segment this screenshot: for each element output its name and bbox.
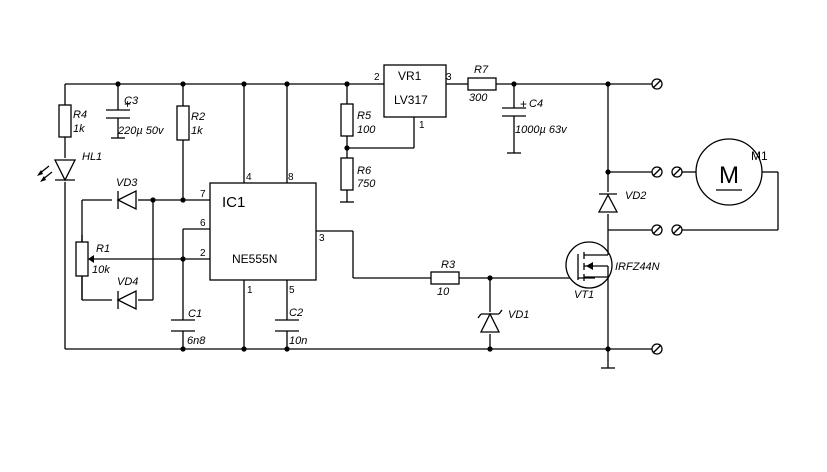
terminal-bottom bbox=[651, 343, 663, 355]
c4-ref: C4 bbox=[529, 98, 543, 110]
ic1-pin-6: 6 bbox=[200, 218, 206, 229]
r6-value: 750 bbox=[357, 178, 376, 190]
ic1-pin-3: 3 bbox=[319, 233, 325, 244]
c4-value: 1000µ 63v bbox=[515, 124, 568, 136]
hl1-ref: HL1 bbox=[82, 151, 102, 163]
c3-plus: + bbox=[124, 97, 131, 111]
vd4-ref: VD4 bbox=[117, 276, 138, 288]
c2-ref: C2 bbox=[289, 307, 303, 319]
resistor-r2: R2 1k bbox=[176, 105, 205, 141]
led-hl1: HL1 bbox=[37, 151, 102, 182]
ic1-ref: IC1 bbox=[222, 194, 245, 211]
terminal-top bbox=[651, 78, 663, 90]
ic1-pin-1: 1 bbox=[247, 285, 253, 296]
vt1-part: IRFZ44N bbox=[615, 261, 660, 273]
r2-value: 1k bbox=[191, 125, 203, 137]
r7-ref: R7 bbox=[474, 64, 489, 76]
resistor-r7: R7 300 bbox=[467, 64, 497, 104]
diode-vd3: VD3 bbox=[116, 177, 138, 211]
vt1-ref: VT1 bbox=[574, 289, 594, 301]
diode-vd2: VD2 bbox=[597, 190, 646, 213]
vr1-part: LV317 bbox=[394, 93, 428, 107]
r2-ref: R2 bbox=[191, 111, 205, 123]
motor-symbol: M bbox=[719, 162, 739, 189]
terminal-motor-minus bbox=[651, 224, 683, 236]
vr1-ref: VR1 bbox=[398, 69, 422, 83]
resistor-r4: R4 1k bbox=[58, 104, 87, 138]
ic1-ne555: IC1 NE555N 4 8 7 6 2 3 1 5 bbox=[200, 172, 325, 296]
resistor-r3: R3 10 bbox=[430, 259, 460, 298]
c2-value: 10n bbox=[289, 335, 307, 347]
m1-ref: M1 bbox=[751, 149, 768, 163]
vr1-pin-1: 1 bbox=[419, 120, 425, 131]
terminal-motor-plus bbox=[651, 166, 683, 178]
potentiometer-r1: R1 10k bbox=[75, 241, 110, 300]
r4-value: 1k bbox=[73, 123, 85, 135]
r1-value: 10k bbox=[92, 264, 110, 276]
r3-ref: R3 bbox=[441, 259, 456, 271]
r1-ref: R1 bbox=[96, 243, 110, 255]
vd2-ref: VD2 bbox=[625, 190, 646, 202]
c3-ref: C3 bbox=[124, 95, 139, 107]
c4-plus: + bbox=[520, 97, 527, 111]
ic1-pin-5: 5 bbox=[289, 285, 295, 296]
motor-m1: M M1 bbox=[695, 138, 768, 206]
regulator-vr1: VR1 LV317 2 3 1 bbox=[374, 64, 452, 131]
ic1-pin-8: 8 bbox=[288, 172, 294, 183]
vr1-pin-2: 2 bbox=[374, 72, 380, 83]
ic1-pin-4: 4 bbox=[246, 172, 252, 183]
diode-vd4: VD4 bbox=[116, 276, 138, 311]
resistor-r6: R6 750 bbox=[340, 157, 376, 191]
capacitor-c2: C2 10n bbox=[275, 307, 307, 347]
ic1-part: NE555N bbox=[232, 252, 277, 266]
r7-value: 300 bbox=[469, 92, 488, 104]
r5-value: 100 bbox=[357, 124, 376, 136]
vd1-ref: VD1 bbox=[508, 309, 529, 321]
junction-dots bbox=[115, 81, 611, 352]
mosfet-vt1: VT1 IRFZ44N bbox=[565, 241, 660, 301]
vr1-pin-3: 3 bbox=[446, 72, 452, 83]
vd3-ref: VD3 bbox=[116, 177, 138, 189]
ic1-pin-7: 7 bbox=[200, 189, 206, 200]
c1-value: 6n8 bbox=[187, 335, 206, 347]
r3-value: 10 bbox=[437, 286, 450, 298]
r5-ref: R5 bbox=[357, 110, 372, 122]
r4-ref: R4 bbox=[73, 109, 87, 121]
resistor-r5: R5 100 bbox=[340, 103, 376, 137]
r6-ref: R6 bbox=[357, 165, 372, 177]
c3-value: 220µ 50v bbox=[117, 125, 165, 137]
ic1-pin-2: 2 bbox=[200, 248, 206, 259]
capacitor-c1: C1 6n8 bbox=[171, 308, 206, 347]
capacitor-c4: + C4 1000µ 63v bbox=[502, 97, 568, 136]
capacitor-c3: + C3 220µ 50v bbox=[106, 95, 165, 139]
c1-ref: C1 bbox=[188, 308, 202, 320]
diode-vd1: VD1 bbox=[477, 309, 529, 333]
